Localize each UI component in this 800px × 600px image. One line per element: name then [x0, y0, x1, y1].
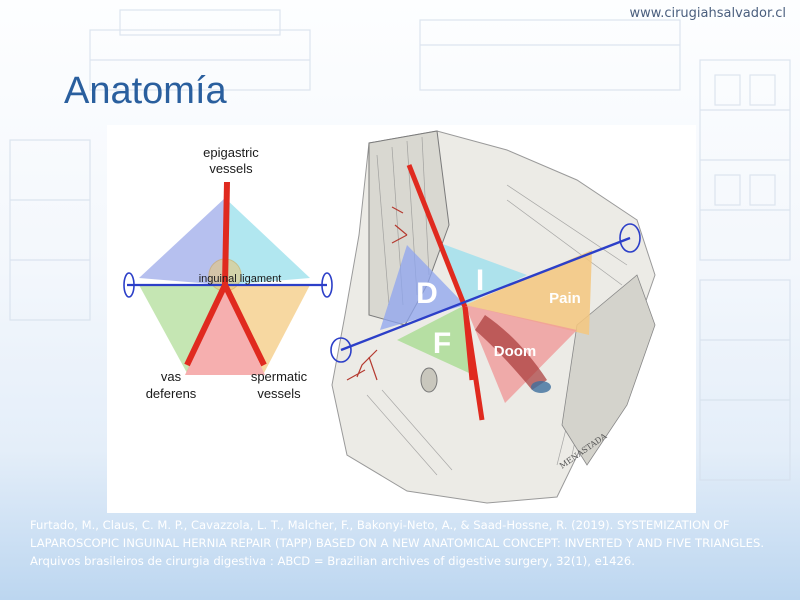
figure-svg: epigastric vessels inguinal ligament vas… — [123, 130, 656, 504]
label-spermatic-1: spermatic — [251, 369, 308, 384]
external-iliac-vessels — [475, 315, 547, 390]
triangle-f — [397, 305, 469, 373]
triangle-blue — [139, 198, 225, 285]
y-right-vessel — [462, 306, 485, 421]
label-triangle-doom: Doom — [494, 343, 537, 360]
ligament-end-right — [321, 272, 333, 298]
label-triangle-f: F — [433, 327, 451, 360]
tract-end-left — [330, 337, 352, 363]
label-vas-1: vas — [161, 369, 182, 384]
vas-stump — [420, 367, 438, 393]
label-inguinal-ligament: inguinal ligament — [199, 273, 282, 285]
triangle-d — [380, 245, 465, 330]
y-stem-vessel — [406, 164, 468, 308]
triangle-orange — [225, 285, 310, 373]
iliopubic-tract-line — [340, 236, 631, 352]
triangle-cyan — [225, 198, 310, 285]
tract-end-right — [619, 223, 641, 253]
triangle-pain — [465, 250, 592, 335]
epigastric-vessel — [222, 181, 230, 286]
triangle-red — [185, 287, 265, 375]
citation-caption: Furtado, M., Claus, C. M. P., Cavazzola,… — [30, 518, 765, 568]
slide-title: Anatomía — [64, 70, 227, 112]
triangle-green — [139, 285, 225, 373]
triangle-i — [440, 243, 527, 305]
label-epigastric-2: vessels — [209, 161, 253, 176]
site-url: www.cirugiahsalvador.cl — [629, 6, 786, 21]
schematic-diagram: epigastric vessels inguinal ligament vas… — [123, 145, 333, 401]
iliac-vessel-end — [531, 381, 551, 393]
small-vessels — [346, 206, 408, 381]
label-vas-2: deferens — [146, 386, 197, 401]
label-spermatic-2: vessels — [257, 386, 301, 401]
label-triangle-i: I — [476, 264, 484, 297]
spermatic-vessel — [222, 283, 267, 367]
figure-panel: epigastric vessels inguinal ligament vas… — [107, 125, 696, 513]
anatomical-illustration: D I F Pain Doom MENASTADA — [330, 130, 656, 504]
ligament-end-left — [123, 272, 135, 298]
label-triangle-pain: Pain — [549, 290, 581, 307]
label-triangle-d: D — [416, 277, 438, 310]
label-epigastric-1: epigastric — [203, 145, 259, 160]
vas-deferens-vessel — [184, 283, 228, 367]
